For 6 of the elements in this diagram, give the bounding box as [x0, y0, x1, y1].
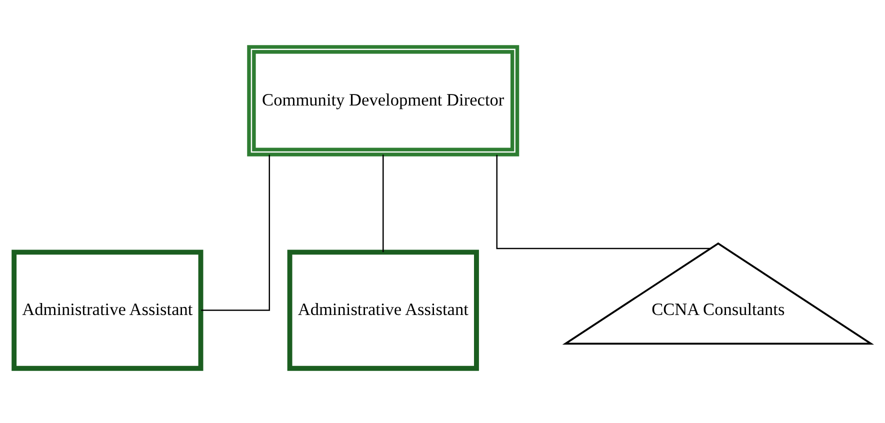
- node-box: Community Development Director: [247, 44, 520, 156]
- connector: [382, 154, 384, 252]
- connector: [201, 154, 270, 310]
- node-box: Administrative Assistant: [12, 249, 204, 370]
- node-box: Administrative Assistant: [287, 249, 479, 370]
- connector: [496, 154, 710, 249]
